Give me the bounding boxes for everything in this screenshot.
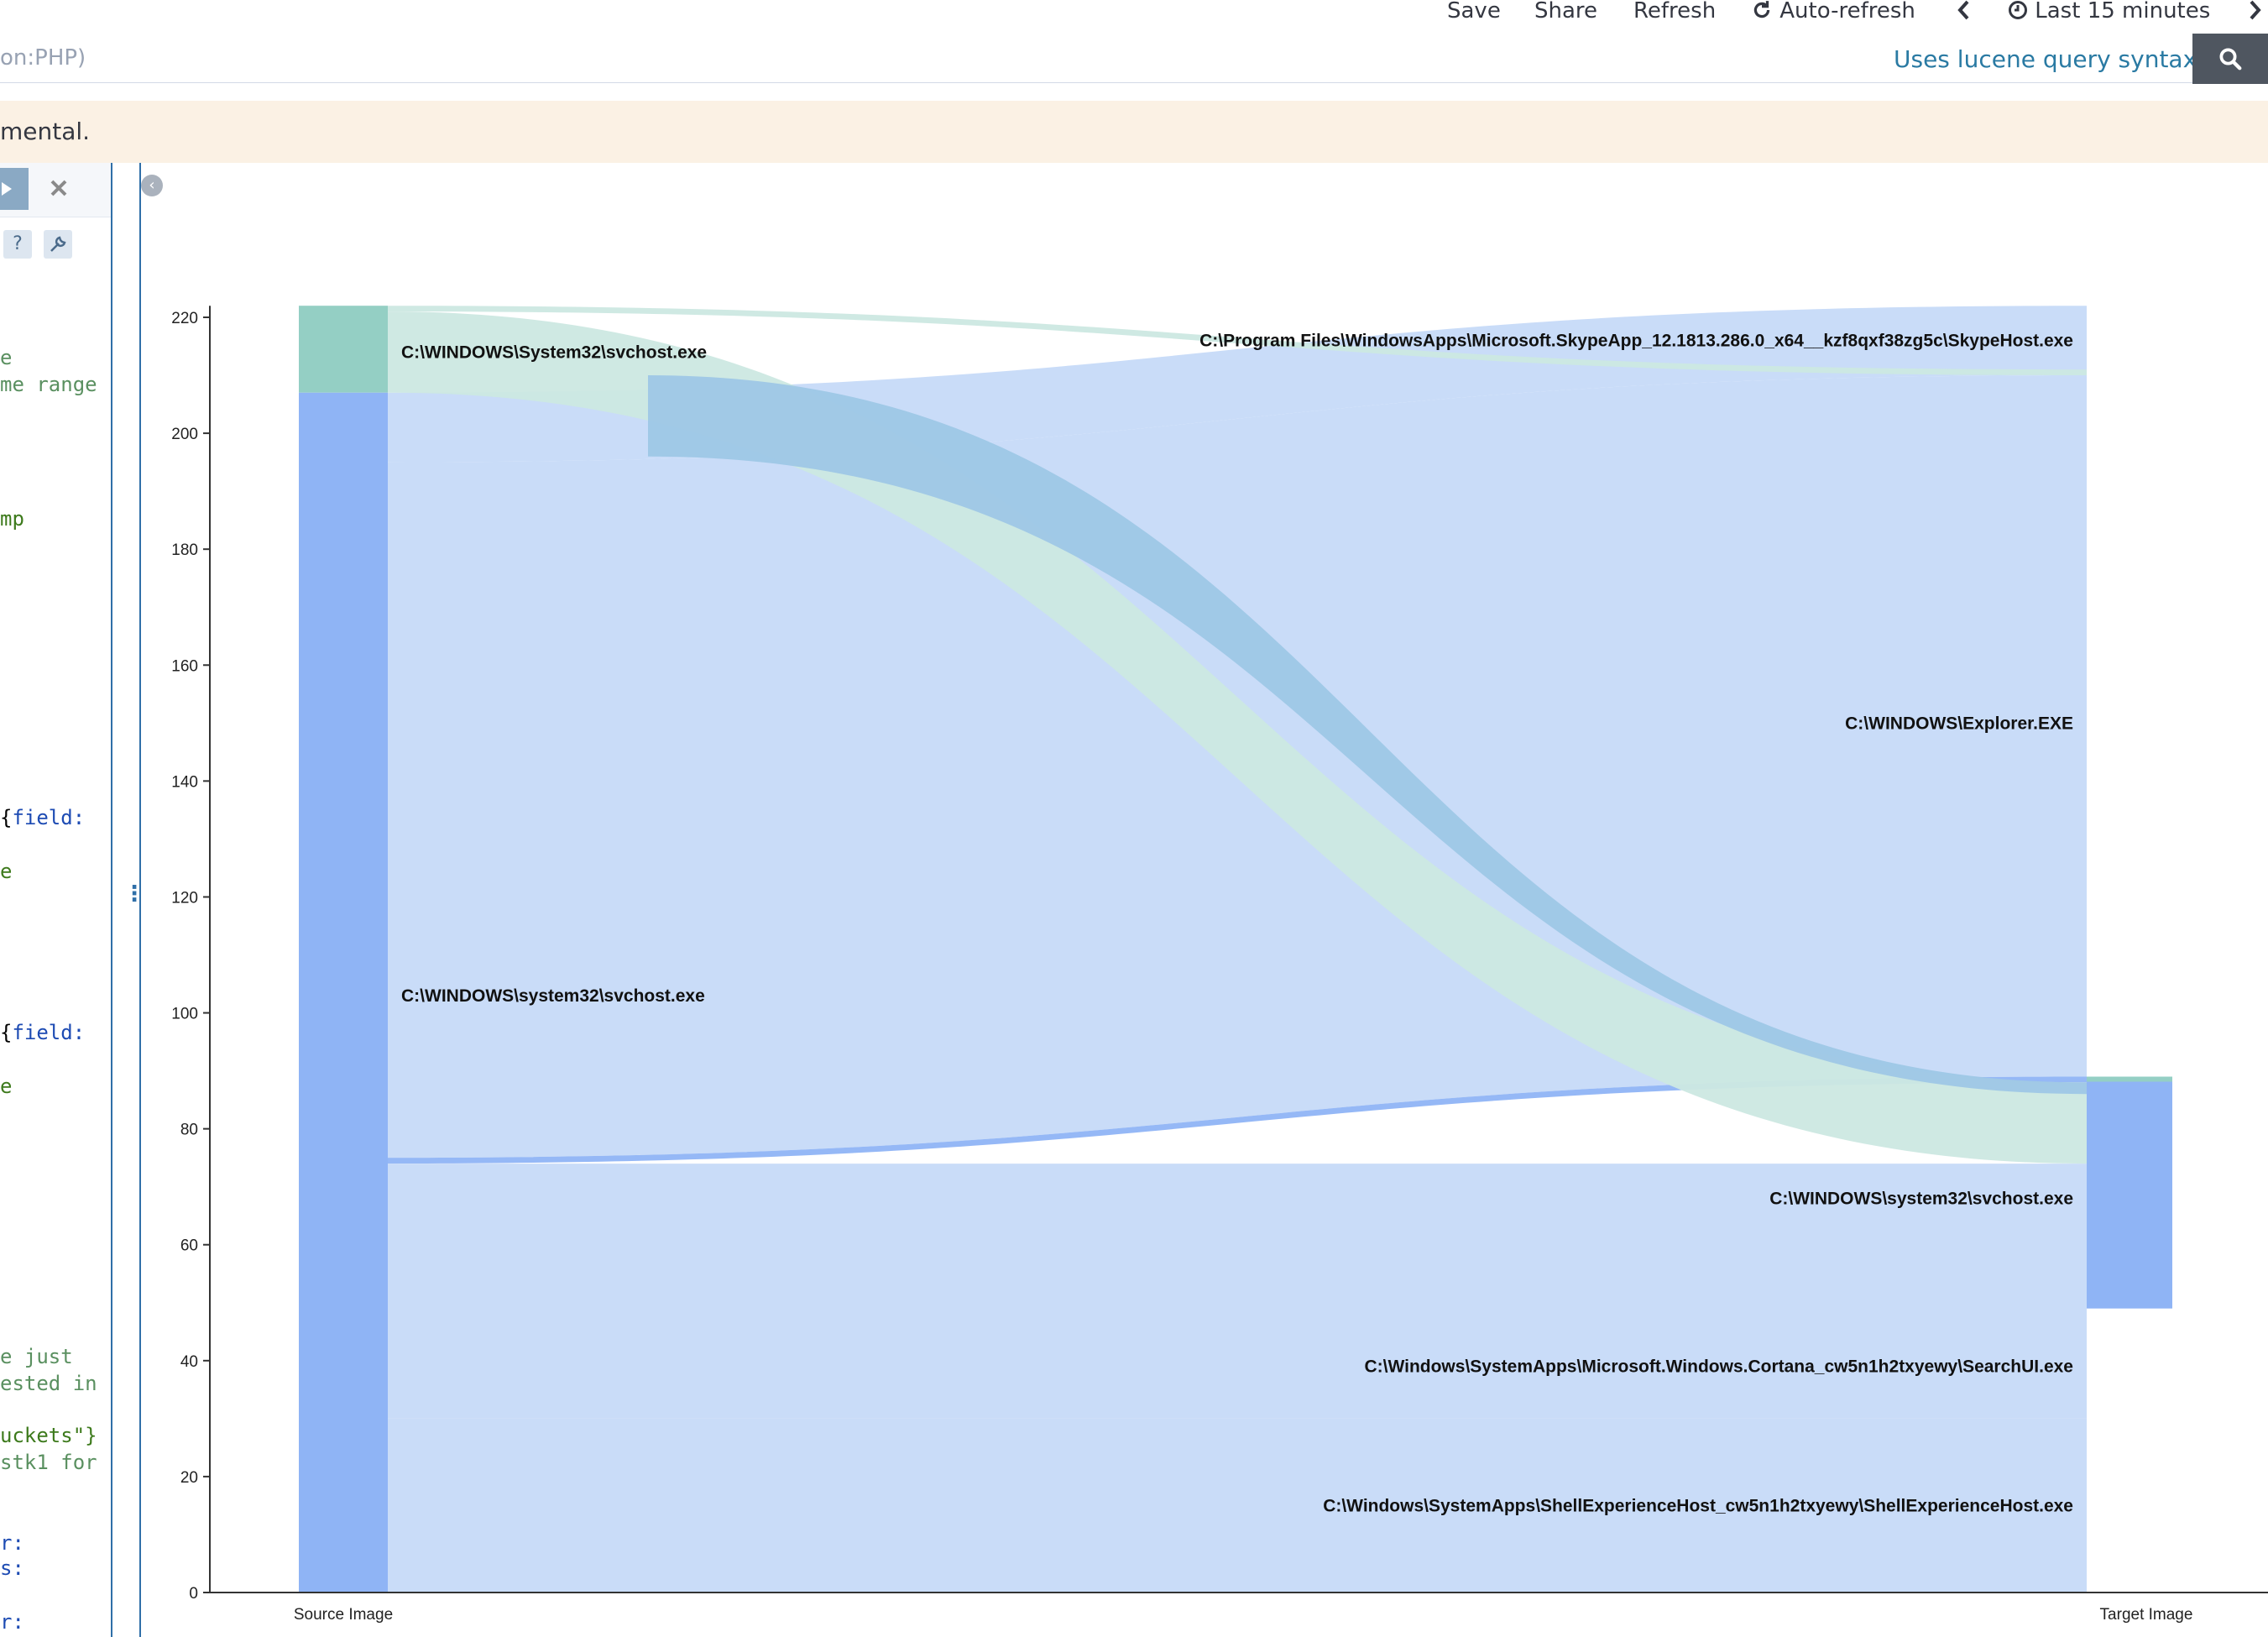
y-tick-label: 220 [171, 310, 198, 327]
sankey-nodes [299, 306, 2172, 1593]
time-picker-button[interactable]: Last 15 minutes [2008, 0, 2210, 24]
refresh-button[interactable]: Refresh [1633, 0, 1717, 24]
code-line: e [0, 346, 13, 369]
vega-editor[interactable]: ? e me range mp {field: e {field: e e ju… [0, 163, 111, 1637]
link-system32-to-svchost [388, 311, 2087, 1164]
y-tick-label: 40 [180, 1353, 198, 1371]
source-node-label: C:\WINDOWS\system32\svchost.exe [401, 986, 705, 1006]
previous-range-button[interactable] [1956, 0, 1973, 24]
code-line: r: [0, 1610, 24, 1634]
help-icon[interactable]: ? [3, 230, 32, 259]
query-input[interactable] [0, 34, 2191, 82]
source-node [299, 392, 388, 1593]
chevron-left-icon [1957, 0, 1969, 20]
code-line: uckets"} [0, 1424, 97, 1447]
target-node [2087, 1076, 2172, 1309]
experimental-banner: mental. [0, 101, 2268, 163]
y-tick-label: 100 [171, 1006, 198, 1023]
clock-icon [2009, 1, 2027, 19]
banner-text: mental. [0, 118, 91, 145]
code-token: field: [12, 1021, 86, 1044]
link-svchost-to-shellhost [388, 1418, 2087, 1593]
y-tick-label: 140 [171, 773, 198, 791]
editor-icon-row: ? [0, 230, 76, 262]
time-range-label: Last 15 minutes [2035, 0, 2211, 24]
sankey-links [388, 306, 2087, 1593]
target-node-top [2087, 1076, 2172, 1082]
save-button[interactable]: Save [1447, 0, 1501, 24]
link-system32-to-skypehost [388, 306, 2087, 376]
auto-refresh-button[interactable]: Auto-refresh [1751, 0, 1915, 24]
code-brace: { [0, 1021, 13, 1044]
refresh-icon [1753, 1, 1770, 18]
target-node-label: C:\WINDOWS\Explorer.EXE [1845, 714, 2073, 733]
search-button[interactable] [2192, 34, 2268, 84]
share-button[interactable]: Share [1534, 0, 1598, 24]
target-node-label: C:\Program Files\WindowsApps\Microsoft.S… [1199, 332, 2073, 351]
code-brace: { [0, 806, 13, 829]
next-range-button[interactable] [2246, 0, 2263, 24]
y-tick-label: 60 [180, 1237, 198, 1255]
y-tick-label: 200 [171, 426, 198, 443]
link-svchost-to-svchost [388, 1076, 2087, 1164]
chevron-right-icon [2250, 0, 2261, 20]
editor-splitter[interactable]: ⋮ [111, 163, 145, 1637]
code-line: e [0, 860, 13, 883]
source-node [299, 306, 388, 393]
query-bar: Uses lucene query syntax [0, 34, 2268, 84]
target-node-label: C:\WINDOWS\system32\svchost.exe [1769, 1189, 2073, 1208]
code-token: field: [12, 806, 86, 829]
link-svchost-to-searchui [388, 1164, 2087, 1419]
collapse-editor-icon[interactable]: ‹ [141, 175, 163, 196]
y-tick-label: 0 [189, 1585, 198, 1603]
top-toolbar: Save Share Refresh Auto-refresh Last 15 … [0, 0, 2268, 34]
target-node-label: C:\Windows\SystemApps\Microsoft.Windows.… [1364, 1357, 2073, 1377]
wrench-icon[interactable] [44, 230, 72, 259]
y-tick-label: 80 [180, 1122, 198, 1139]
code-line: {field: [0, 1021, 85, 1044]
code-line: e [0, 1075, 13, 1098]
close-icon [50, 180, 67, 196]
auto-refresh-label: Auto-refresh [1779, 0, 1915, 24]
code-line: e just [0, 1345, 73, 1368]
code-line: {field: [0, 806, 85, 829]
y-tick-label: 160 [171, 657, 198, 675]
run-button[interactable] [0, 168, 29, 210]
sankey-chart: C:\WINDOWS\System32\svchost.exeC:\WINDOW… [171, 306, 2268, 1624]
code-line: ested in [0, 1372, 97, 1395]
y-tick-label: 120 [171, 889, 198, 907]
x-axis-label-source: Source Image [294, 1606, 393, 1624]
close-button[interactable] [44, 173, 74, 203]
code-line: mp [0, 507, 24, 531]
editor-toolbar [0, 163, 111, 217]
search-icon [2219, 48, 2242, 71]
sankey-labels: C:\WINDOWS\System32\svchost.exeC:\WINDOW… [401, 332, 2073, 1516]
drag-handle-icon[interactable]: ⋮ [123, 881, 145, 907]
target-node-label: C:\Windows\SystemApps\ShellExperienceHos… [1323, 1496, 2073, 1515]
source-node-label: C:\WINDOWS\System32\svchost.exe [401, 343, 707, 362]
play-icon [2, 182, 12, 196]
code-line: me range [0, 373, 97, 396]
y-tick-label: 180 [171, 541, 198, 559]
link-overlap [648, 375, 2087, 1095]
code-line: stk1 for [0, 1451, 97, 1474]
x-axis-label-target: Target Image [2100, 1606, 2193, 1624]
code-line: s: [0, 1556, 24, 1580]
y-tick-label: 20 [180, 1469, 198, 1487]
lucene-syntax-link[interactable]: Uses lucene query syntax [1894, 45, 2197, 73]
code-line: r: [0, 1531, 24, 1555]
